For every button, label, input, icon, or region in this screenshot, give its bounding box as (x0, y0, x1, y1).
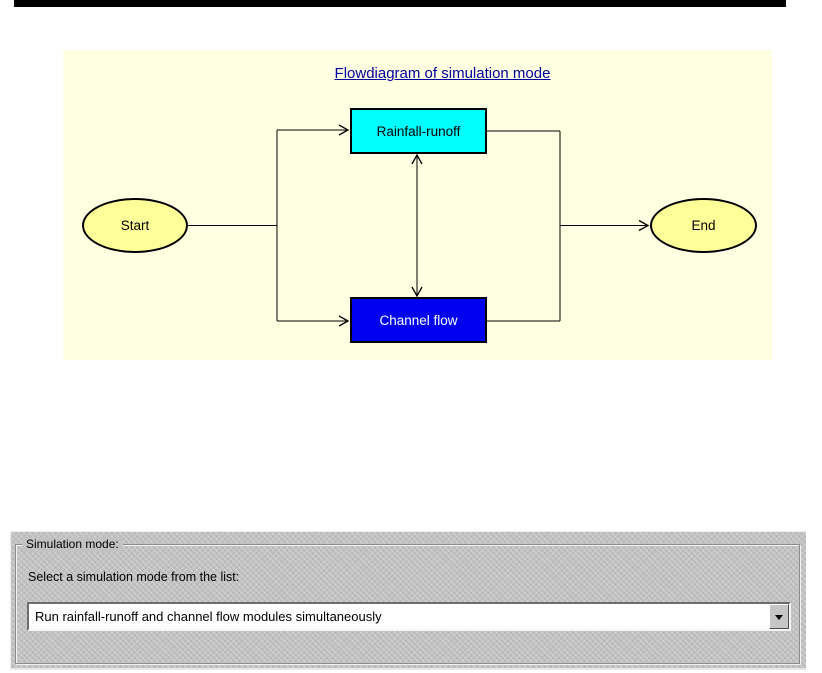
flow-node-rainfall-runoff: Rainfall-runoff (350, 108, 487, 154)
flow-node-start: Start (82, 198, 188, 253)
dropdown-selected-value: Run rainfall-runoff and channel flow mod… (35, 609, 382, 624)
flow-node-rainfall-runoff-label: Rainfall-runoff (376, 123, 461, 139)
flow-node-start-label: Start (120, 218, 150, 233)
flow-node-channel-flow-label: Channel flow (379, 312, 458, 328)
flow-connector-lines (187, 124, 650, 327)
flow-node-channel-flow: Channel flow (350, 297, 487, 343)
chevron-down-icon (775, 614, 783, 624)
flow-diagram-panel: Flowdiagram of simulation mode Start Rai… (63, 50, 772, 360)
flow-node-end-label: End (691, 218, 716, 233)
dropdown-button[interactable] (769, 604, 789, 629)
select-mode-label: Select a simulation mode from the list: (28, 570, 240, 584)
simulation-mode-panel: Simulation mode: Select a simulation mod… (10, 531, 806, 670)
groupbox-legend: Simulation mode: (22, 537, 123, 552)
simulation-mode-groupbox: Simulation mode: (15, 537, 800, 664)
diagram-title-link[interactable]: Flowdiagram of simulation mode (334, 65, 551, 82)
header-rule (14, 0, 786, 7)
simulation-mode-dropdown[interactable]: Run rainfall-runoff and channel flow mod… (27, 602, 791, 631)
flow-node-end: End (650, 198, 757, 253)
